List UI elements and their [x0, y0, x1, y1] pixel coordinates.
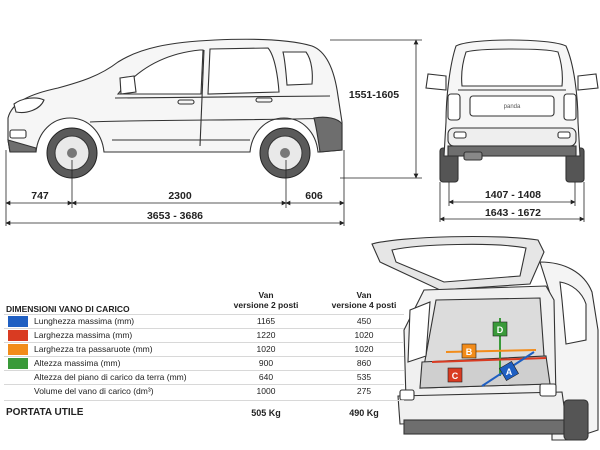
column-header-4-line1: Van [356, 290, 372, 300]
row-label: Altezza del piano di carico da terra (mm… [34, 372, 187, 382]
row-label: Altezza massima (mm) [34, 358, 121, 368]
cargo-marker-a: A [499, 361, 519, 381]
row-label: Lunghezza massima (mm) [34, 316, 135, 326]
side-view-wheels [46, 127, 311, 179]
value-2-seats: 900 [258, 358, 274, 368]
value-2-seats: 1165 [256, 316, 276, 326]
svg-text:A: A [506, 367, 513, 377]
rear-badge-text: panda [504, 104, 521, 110]
value-2-seats: 640 [258, 372, 274, 382]
payload-value-4-seats: 490 Kg [349, 408, 379, 418]
value-2-seats: 1220 [256, 330, 276, 340]
column-header-2-seats: Van versione 2 posti [226, 290, 306, 310]
value-4-seats: 1020 [354, 344, 374, 354]
value-4-seats: 275 [356, 386, 372, 396]
table-row: Altezza massima (mm) 900 860 [4, 356, 404, 370]
row-label: Larghezza massima (mm) [34, 330, 133, 340]
wheelbase-label: 2300 [168, 190, 192, 202]
table-row: Lunghezza massima (mm) 1165 450 [4, 314, 404, 328]
side-view-car [7, 38, 343, 153]
overall-length-label: 3653 - 3686 [147, 210, 203, 222]
value-4-seats: 1020 [354, 330, 374, 340]
value-2-seats: 1000 [256, 386, 276, 396]
rear-dimension-lines [439, 182, 585, 222]
table-row: Larghezza massima (mm) 1220 1020 [4, 328, 404, 342]
cargo-marker-c: C [447, 367, 463, 383]
width-label: 1643 - 1672 [485, 207, 541, 219]
value-4-seats: 860 [356, 358, 372, 368]
payload-value-2-seats: 505 Kg [251, 408, 281, 418]
track-label: 1407 - 1408 [485, 189, 541, 201]
table-row: Larghezza tra passaruote (mm) 1020 1020 [4, 342, 404, 356]
svg-text:B: B [466, 347, 473, 357]
row-label: Volume del vano di carico (dm³) [34, 386, 154, 396]
side-dimension-lines [5, 39, 422, 226]
color-swatch [8, 358, 28, 369]
value-4-seats: 535 [356, 372, 372, 382]
column-header-4-line2: versione 4 posti [331, 300, 397, 310]
column-header-2-line2: versione 2 posti [233, 300, 299, 310]
column-header-4-seats: Van versione 4 posti [324, 290, 404, 310]
rear-view-car [425, 39, 599, 183]
spec-table-title: DIMENSIONI VANO DI CARICO [6, 304, 130, 314]
color-swatch [8, 344, 28, 355]
color-swatch [8, 330, 28, 341]
column-header-2-line1: Van [258, 290, 274, 300]
front-overhang-label: 747 [31, 190, 49, 202]
spec-table-header: DIMENSIONI VANO DI CARICO Van versione 2… [4, 286, 404, 314]
rear-overhang-label: 606 [305, 190, 323, 202]
payload-label: PORTATA UTILE [6, 407, 84, 418]
table-row: Altezza del piano di carico da terra (mm… [4, 370, 404, 384]
cargo-spec-table: DIMENSIONI VANO DI CARICO Van versione 2… [4, 286, 404, 421]
cargo-marker-d: D [492, 321, 508, 337]
cargo-marker-b: B [461, 343, 477, 359]
color-swatch [8, 316, 28, 327]
value-4-seats: 450 [356, 316, 372, 326]
value-2-seats: 1020 [256, 344, 276, 354]
cargo-area-view [371, 235, 599, 441]
table-row: Volume del vano di carico (dm³) 1000 275 [4, 384, 404, 398]
svg-text:C: C [452, 371, 459, 381]
row-label: Larghezza tra passaruote (mm) [34, 344, 153, 354]
payload-row: PORTATA UTILE 505 Kg 490 Kg [4, 400, 404, 421]
height-label: 1551-1605 [349, 89, 399, 101]
svg-text:D: D [497, 325, 504, 335]
